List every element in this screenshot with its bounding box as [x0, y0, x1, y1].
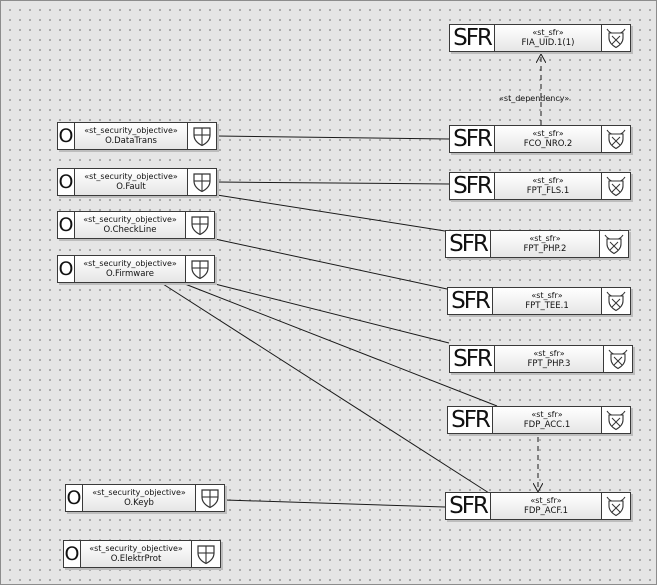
sfr-body: «st_sfr»FIA_UID.1(1)	[495, 25, 601, 51]
objective-name: O.Fault	[116, 182, 146, 192]
objective-body: «st_security_objective»O.Firmware	[75, 256, 185, 282]
objective-stereotype: «st_security_objective»	[89, 544, 183, 553]
sfr-badge: SFR	[446, 231, 491, 257]
sfr-stereotype: «st_sfr»	[529, 234, 561, 243]
objective-node[interactable]: O«st_security_objective»O.Keyb	[65, 484, 225, 512]
objective-name: O.Keyb	[124, 498, 154, 508]
sfr-stereotype: «st_sfr»	[531, 291, 563, 300]
link-keyb-fdp-acf1[interactable]	[224, 499, 446, 508]
objective-name: O.CheckLine	[103, 225, 157, 235]
link-checkline-fpt-tee1[interactable]	[214, 238, 448, 290]
objective-body: «st_security_objective»O.Fault	[75, 169, 187, 195]
sfr-node[interactable]: SFR«st_sfr»FCO_NRO.2	[449, 125, 631, 153]
sfr-name: FCO_NRO.2	[523, 139, 573, 149]
trace-links	[162, 135, 498, 508]
objective-body: «st_security_objective»O.ElektrProt	[81, 541, 191, 567]
sfr-name: FPT_PHP.3	[527, 359, 571, 369]
sfr-node[interactable]: SFR«st_sfr»FPT_FLS.1	[449, 172, 631, 200]
horned-shield-icon	[601, 288, 630, 314]
horned-shield-icon	[601, 173, 630, 199]
sfr-stereotype: «st_sfr»	[531, 410, 563, 419]
sfr-node[interactable]: SFR«st_sfr»FDP_ACF.1	[445, 492, 631, 520]
sfr-badge: SFR	[450, 173, 495, 199]
horned-shield-icon	[599, 231, 628, 257]
objective-node[interactable]: O«st_security_objective»O.DataTrans	[57, 122, 217, 150]
sfr-badge: SFR	[446, 493, 491, 519]
sfr-body: «st_sfr»FPT_PHP.2	[491, 231, 599, 257]
sfr-body: «st_sfr»FCO_NRO.2	[495, 126, 601, 152]
sfr-badge: SFR	[448, 288, 493, 314]
link-firmware-fpt-php3[interactable]	[214, 283, 450, 344]
objective-stereotype: «st_security_objective»	[83, 259, 177, 268]
cross-shield-icon	[187, 123, 216, 149]
sfr-stereotype: «st_sfr»	[530, 496, 562, 505]
objective-name: O.DataTrans	[105, 136, 157, 146]
sfr-badge: SFR	[450, 25, 495, 51]
link-datatrans-fco-nro2[interactable]	[216, 135, 450, 140]
objective-body: «st_security_objective»O.Keyb	[83, 485, 195, 511]
link-fault-fpt-php2[interactable]	[216, 194, 446, 232]
dependency-links	[538, 54, 541, 492]
sfr-body: «st_sfr»FDP_ACF.1	[491, 493, 601, 519]
objective-stereotype: «st_security_objective»	[83, 215, 177, 224]
sfr-name: FDP_ACF.1	[523, 506, 569, 516]
objective-badge: O	[64, 541, 81, 567]
sfr-node[interactable]: SFR«st_sfr»FPT_PHP.2	[445, 230, 629, 258]
objective-node[interactable]: O«st_security_objective»O.ElektrProt	[63, 540, 221, 568]
sfr-body: «st_sfr»FPT_PHP.3	[495, 346, 603, 372]
sfr-body: «st_sfr»FDP_ACC.1	[493, 407, 601, 433]
sfr-stereotype: «st_sfr»	[532, 176, 564, 185]
objective-name: O.ElektrProt	[110, 554, 162, 564]
link-fault-fpt-fls1[interactable]	[216, 181, 450, 185]
cross-shield-icon	[187, 169, 216, 195]
objective-badge: O	[58, 169, 75, 195]
sfr-badge: SFR	[450, 126, 495, 152]
link-firmware-fdp-acf1[interactable]	[162, 283, 490, 494]
sfr-node[interactable]: SFR«st_sfr»FIA_UID.1(1)	[449, 24, 631, 52]
objective-badge: O	[66, 485, 83, 511]
horned-shield-icon	[601, 407, 630, 433]
sfr-badge: SFR	[448, 407, 493, 433]
cross-shield-icon	[185, 256, 214, 282]
sfr-badge: SFR	[450, 346, 495, 372]
sfr-stereotype: «st_sfr»	[532, 28, 564, 37]
sfr-stereotype: «st_sfr»	[533, 349, 565, 358]
objective-body: «st_security_objective»O.CheckLine	[75, 212, 185, 238]
objective-stereotype: «st_security_objective»	[84, 126, 178, 135]
horned-shield-icon	[601, 126, 630, 152]
objective-stereotype: «st_security_objective»	[84, 172, 178, 181]
sfr-name: FPT_PHP.2	[523, 244, 567, 254]
horned-shield-icon	[601, 25, 630, 51]
cross-shield-icon	[185, 212, 214, 238]
objective-node[interactable]: O«st_security_objective»O.Fault	[57, 168, 217, 196]
objective-node[interactable]: O«st_security_objective»O.CheckLine	[57, 211, 215, 239]
cross-shield-icon	[195, 485, 224, 511]
objective-badge: O	[58, 256, 75, 282]
objective-body: «st_security_objective»O.DataTrans	[75, 123, 187, 149]
sfr-name: FPT_FLS.1	[526, 186, 570, 196]
horned-shield-icon	[603, 346, 632, 372]
sfr-body: «st_sfr»FPT_TEE.1	[493, 288, 601, 314]
sfr-name: FDP_ACC.1	[523, 420, 571, 430]
horned-shield-icon	[601, 493, 630, 519]
objective-badge: O	[58, 212, 75, 238]
sfr-name: FIA_UID.1(1)	[521, 38, 575, 48]
objective-name: O.Firmware	[105, 269, 154, 279]
sfr-node[interactable]: SFR«st_sfr»FPT_PHP.3	[449, 345, 633, 373]
link-firmware-fdp-acc1[interactable]	[184, 283, 498, 407]
sfr-node[interactable]: SFR«st_sfr»FPT_TEE.1	[447, 287, 631, 315]
sfr-stereotype: «st_sfr»	[532, 129, 564, 138]
objective-stereotype: «st_security_objective»	[92, 488, 186, 497]
cross-shield-icon	[191, 541, 220, 567]
dependency-label: «st_dependency»	[499, 94, 570, 103]
objective-badge: O	[58, 123, 75, 149]
objective-node[interactable]: O«st_security_objective»O.Firmware	[57, 255, 215, 283]
sfr-body: «st_sfr»FPT_FLS.1	[495, 173, 601, 199]
sfr-node[interactable]: SFR«st_sfr»FDP_ACC.1	[447, 406, 631, 434]
sfr-name: FPT_TEE.1	[525, 301, 569, 311]
